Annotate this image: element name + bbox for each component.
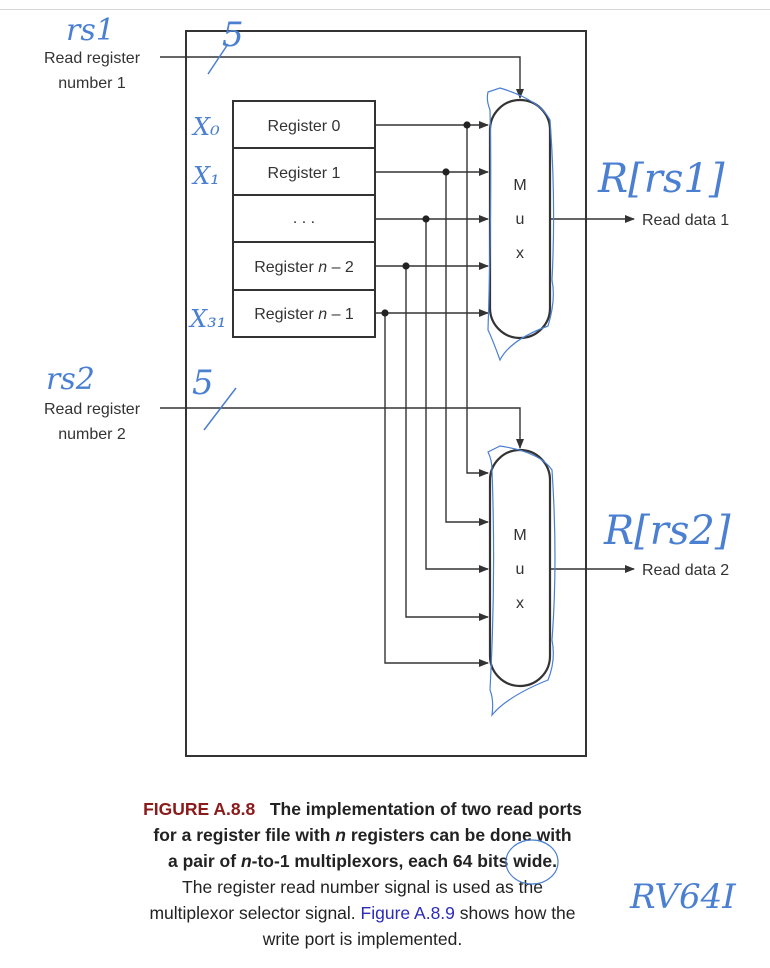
read-register-2-label: Read register number 2	[44, 401, 141, 443]
annotation-x1: X₁	[191, 162, 220, 190]
figure-caption: FIGURE A.8.8 The implementation of two r…	[0, 796, 725, 952]
annotation-rs1: rs1	[66, 13, 115, 48]
annotation-rv64i-layer: RV64I	[629, 877, 736, 917]
svg-text:M: M	[513, 177, 526, 194]
caption-line-6: write port is implemented.	[262, 929, 463, 949]
annotation-x0: X₀	[191, 113, 220, 141]
register-file-diagram: Read register number 1 Read register num…	[44, 13, 731, 757]
annotation-circle	[505, 839, 559, 885]
annotation-slash-b	[203, 387, 237, 431]
caption-line-3: a pair of n-to-1 multiplexors, each 64 b…	[168, 851, 557, 871]
read-register-1-label: Read register number 1	[44, 50, 141, 92]
read-data-2-label: Read data 2	[642, 562, 729, 579]
caption-line-1: FIGURE A.8.8 The implementation of two r…	[0, 796, 725, 822]
register-stack: Register 0 Register 1 . . . Register n –…	[232, 100, 376, 338]
register-1: Register 1	[268, 165, 341, 182]
annotation-rv64i: RV64I	[629, 877, 736, 917]
caption-title-1: The implementation of two read ports	[269, 799, 582, 819]
annotation-x31: X₃₁	[188, 305, 226, 333]
register-n-minus-2: Register n – 2	[254, 259, 354, 276]
svg-text:u: u	[516, 561, 525, 578]
svg-text:x: x	[516, 595, 524, 612]
mux-1: M u x	[488, 98, 552, 340]
register-0: Register 0	[268, 118, 341, 135]
mux2-input-wires	[384, 125, 489, 667]
junction-dots	[381, 121, 471, 317]
annotation-r-rs1: R[rs1]	[597, 156, 725, 202]
svg-text:u: u	[516, 211, 525, 228]
annotation-slash-a	[207, 43, 229, 75]
mux1-input-wires	[375, 121, 489, 317]
caption-line-5: multiplexor selector signal. Figure A.8.…	[149, 903, 576, 923]
annotation-mux2-outline	[487, 445, 556, 717]
handwritten-annotations: rs1 5 rs2 5 X₀ X₁ X₃₁ R[rs1] R[rs2]	[46, 13, 731, 717]
svg-text:number 1: number 1	[58, 75, 126, 92]
caption-line-4: The register read number signal is used …	[182, 877, 543, 897]
annotation-r-rs2: R[rs2]	[603, 508, 731, 554]
annotation-width-5-b: 5	[192, 363, 214, 403]
figure-a-8-9-link[interactable]: Figure A.8.9	[360, 903, 455, 923]
svg-text:number 2: number 2	[58, 426, 126, 443]
register-n-minus-1: Register n – 1	[254, 306, 354, 323]
annotation-mux1-outline	[486, 87, 555, 362]
svg-text:Read register: Read register	[44, 50, 141, 67]
register-ellipsis: . . .	[293, 210, 315, 227]
svg-text:x: x	[516, 245, 524, 262]
annotation-rs2: rs2	[46, 362, 95, 397]
svg-text:Read register: Read register	[44, 401, 141, 418]
register-file-frame	[185, 30, 587, 757]
mux-2: M u x	[488, 448, 552, 688]
caption-line-2: for a register file with n registers can…	[153, 825, 572, 845]
read-register-1-wire	[160, 56, 524, 99]
figure-label: FIGURE A.8.8	[143, 799, 256, 819]
read-data-1-label: Read data 1	[642, 212, 729, 229]
svg-text:M: M	[513, 527, 526, 544]
top-divider	[0, 9, 770, 10]
annotation-circle-layer	[505, 839, 559, 885]
read-register-2-wire	[160, 407, 524, 449]
